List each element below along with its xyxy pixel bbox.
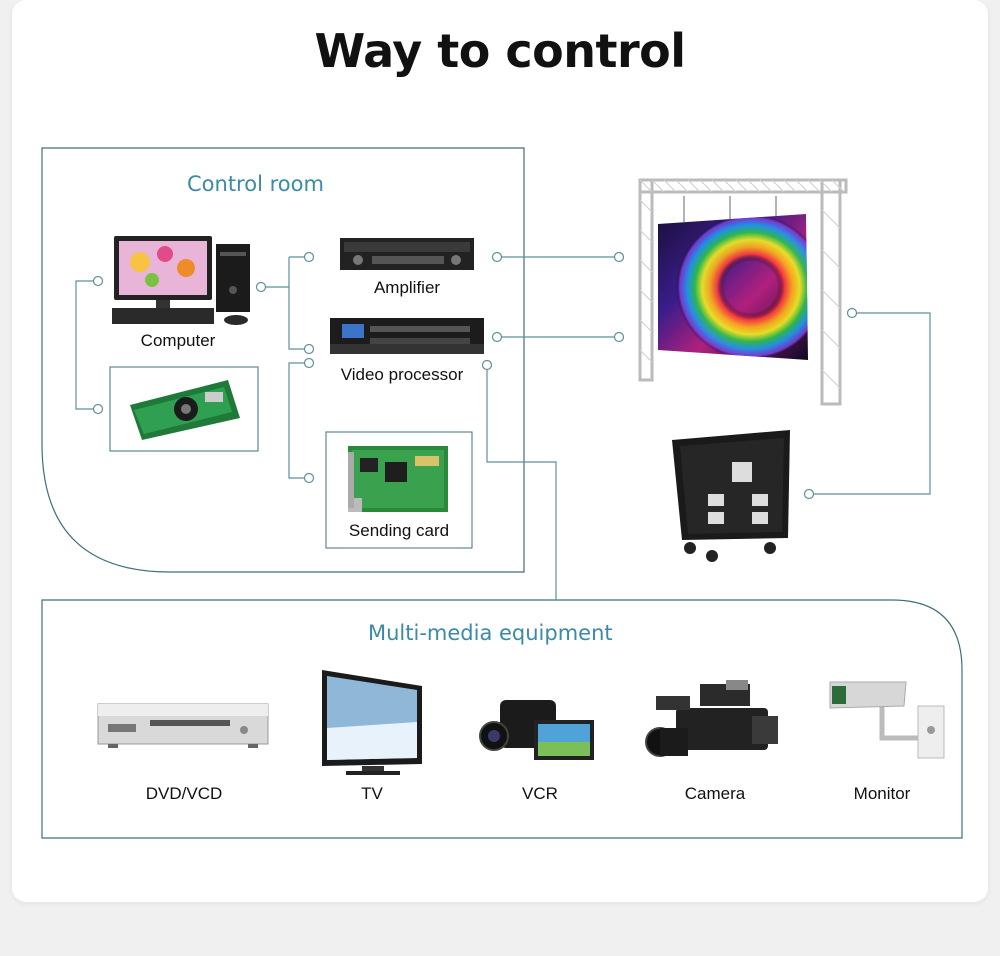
dvd-player-icon (97, 703, 269, 748)
video-processor-label: Video processor (340, 365, 464, 384)
computer-icon (112, 236, 250, 325)
multimedia-label: Multi-media equipment (368, 621, 613, 645)
monitor-label: Monitor (853, 784, 911, 803)
control-room-label: Control room (187, 172, 324, 196)
tv-label: TV (361, 784, 383, 803)
amplifier-label: Amplifier (373, 278, 441, 297)
sending-card-icon (348, 446, 448, 512)
sending-card-label: Sending card (348, 521, 450, 540)
amplifier-icon (340, 238, 474, 270)
broadcast-camera-icon (645, 680, 778, 757)
power-case-icon (672, 430, 790, 562)
graphics-card-icon (130, 380, 240, 440)
camcorder-icon (479, 700, 594, 760)
page-title: Way to control (314, 24, 687, 78)
dvd-vcd-label: DVD/VCD (145, 784, 223, 803)
control-room-frame (41, 147, 525, 573)
multimedia-frame (41, 599, 963, 839)
led-truss-icon (638, 178, 848, 406)
tv-icon (322, 670, 422, 775)
computer-label: Computer (140, 331, 216, 350)
vcr-label: VCR (522, 784, 558, 803)
connector-nodes (92, 251, 858, 500)
camera-label: Camera (684, 784, 746, 803)
video-processor-icon (330, 318, 484, 354)
connector-lines (75, 256, 931, 600)
security-camera-icon (829, 681, 945, 759)
